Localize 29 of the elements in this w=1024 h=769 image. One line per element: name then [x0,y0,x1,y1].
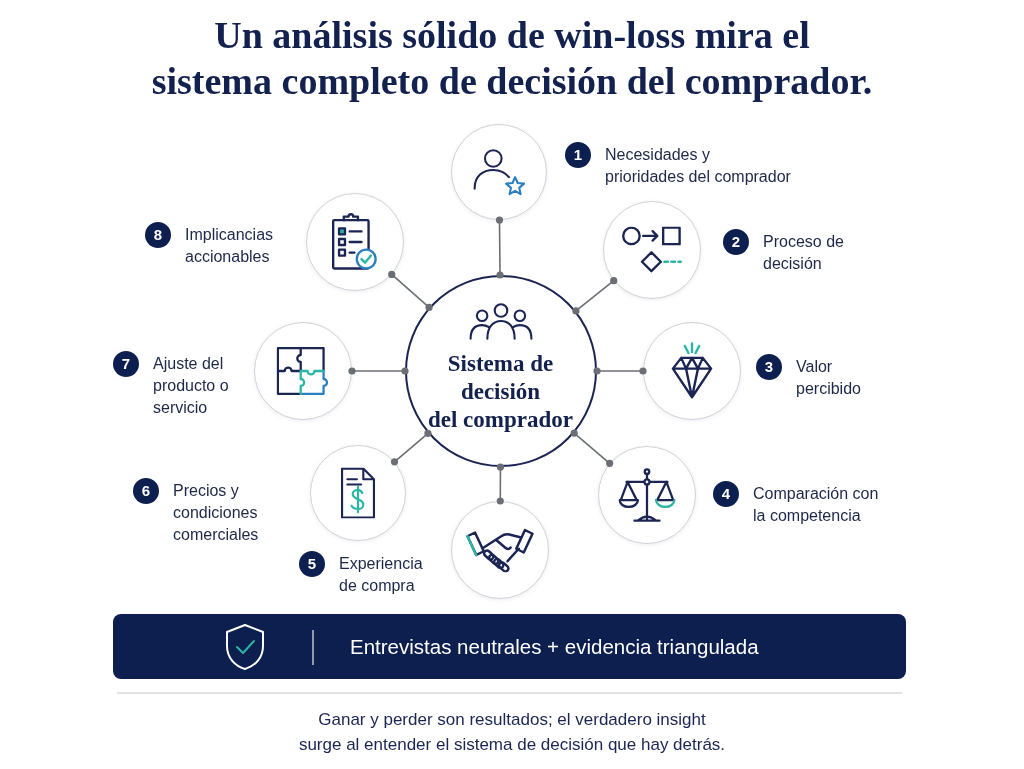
step-label: Necesidades y prioridades del comprador [605,145,792,187]
step-number: 8 [145,222,171,248]
connector-line [572,277,618,315]
step-label: Valor percibido [796,357,862,399]
caption: Ganar y perder son resultados; el verdadero insight surge al entender el sistema de decisión que hay detrás. [297,709,727,756]
connector-line [390,429,432,466]
step-label: Experiencia de compra [339,554,424,596]
title: Un análisis sólido de win-loss mira el sistema completo de decisión del comprador. [150,13,874,104]
banner [113,614,906,679]
step-number: 2 [723,229,749,255]
step-number: 5 [299,551,325,577]
step-label: Comparación con la competencia [753,484,880,526]
connector-line [496,463,505,505]
step-number: 1 [565,142,591,168]
step-number: 7 [113,351,139,377]
step-label: Proceso de decisión [763,232,845,274]
step-label: Precios y condiciones comerciales [173,481,260,545]
step-number: 6 [133,478,159,504]
step-number: 3 [756,354,782,380]
connector-line [388,270,433,312]
connector-line [593,367,647,375]
step-number: 4 [713,481,739,507]
connector-line [495,216,504,279]
step-label: Implicancias accionables [185,225,275,267]
connector-line [570,429,614,467]
hub-title: Sistema de decisión del comprador [427,349,574,434]
connector-line [348,367,409,375]
banner-text: Entrevistas neutrales + evidencia triangulada [350,633,759,660]
step-label: Ajuste del producto o servicio [153,354,230,418]
